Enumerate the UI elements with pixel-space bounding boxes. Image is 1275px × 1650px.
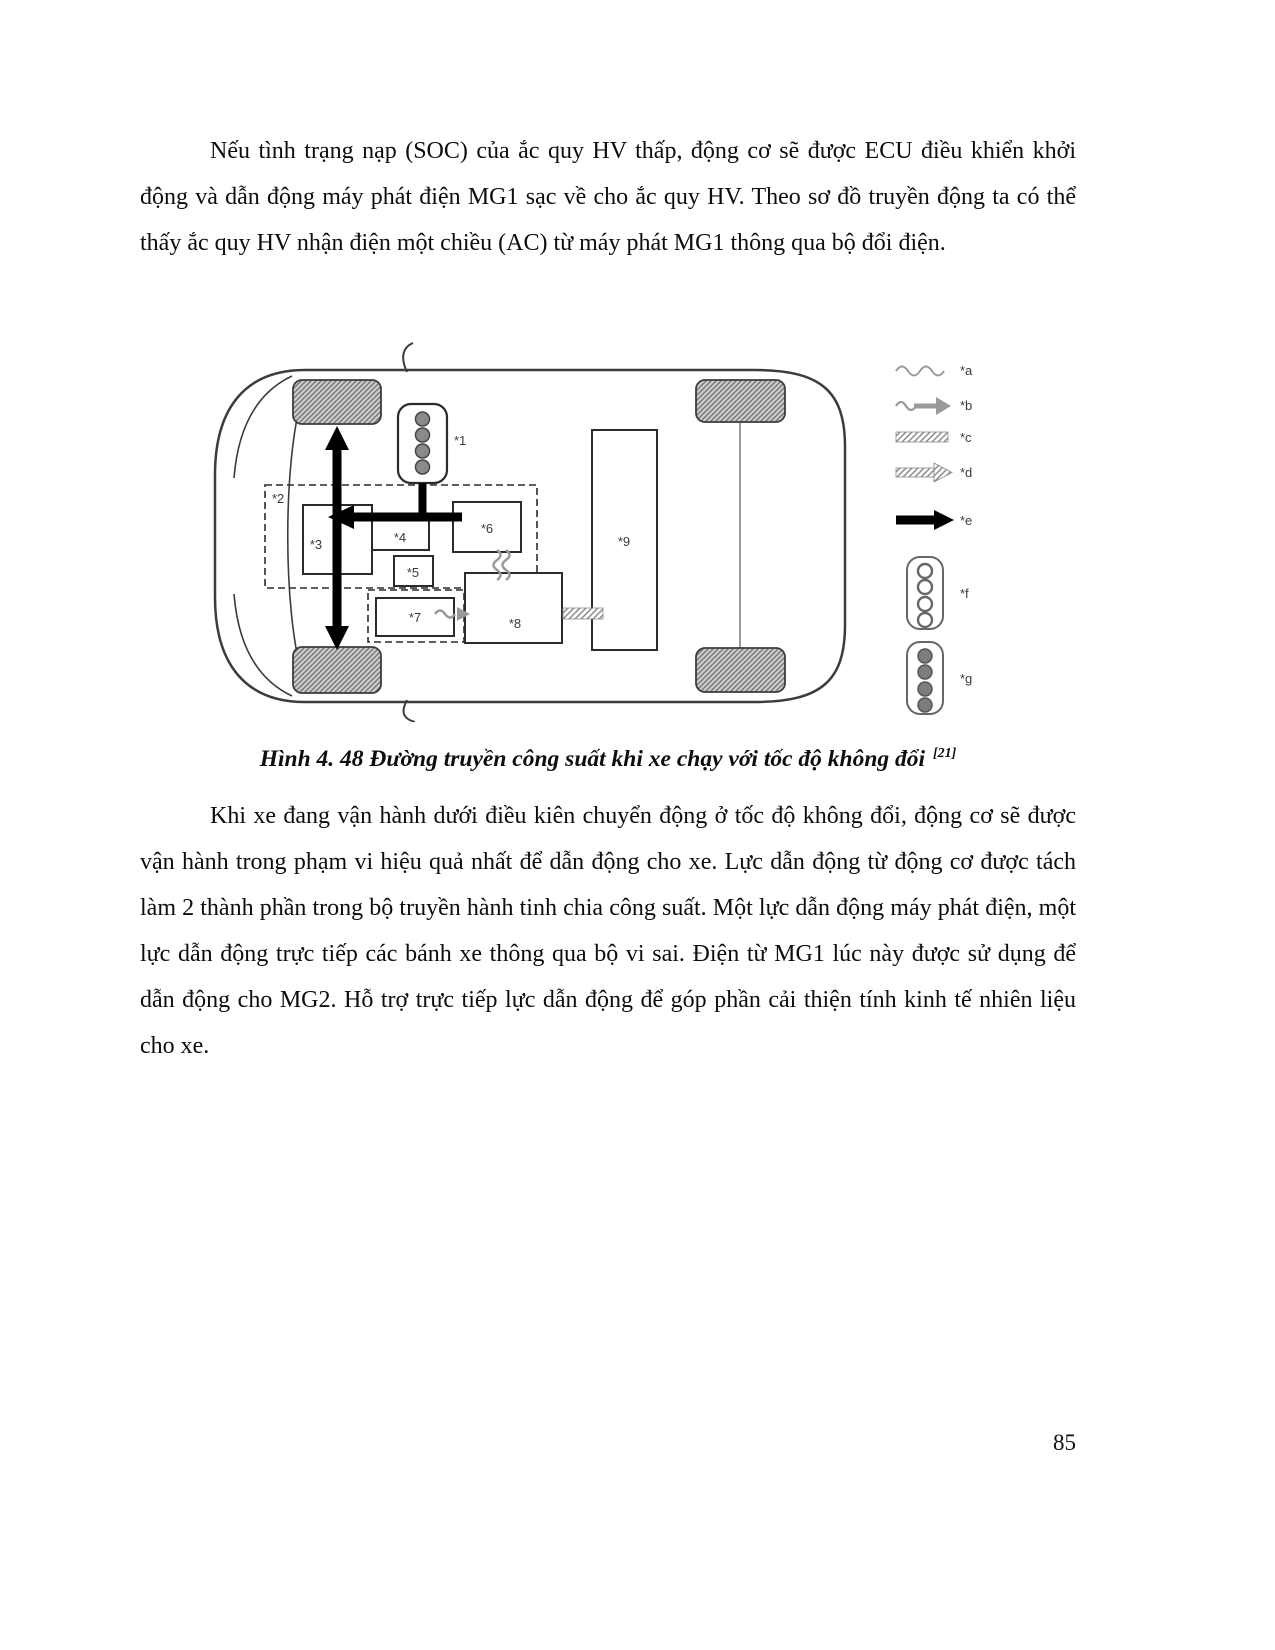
label-7: *7: [409, 610, 421, 625]
label-5: *5: [407, 565, 419, 580]
label-9: *9: [618, 534, 630, 549]
label-6: *6: [481, 521, 493, 536]
label-1: *1: [454, 433, 466, 448]
wheel-front-top: [292, 379, 382, 425]
dashed-box-component-2: [264, 484, 538, 589]
powertrain-diagram: *1 *2 *3 *4 *5 *6 *7 *8 *9: [213, 342, 973, 723]
powertrain-figure: *1 *2 *3 *4 *5 *6 *7 *8 *9: [210, 342, 1000, 723]
legend-filled-cells-icon: [906, 641, 944, 715]
antenna-bottom: [402, 699, 416, 723]
car-body-outline: [213, 342, 847, 723]
cable-arrowhead: [457, 607, 470, 621]
arrow-vertical-shaft: [332, 448, 342, 626]
label-4: *4: [394, 530, 406, 545]
label-g: *g: [960, 671, 972, 686]
legend-wave-arrow-icon: [895, 397, 951, 415]
cable-squiggle-vertical-1: [492, 548, 502, 582]
figure-caption: Hình 4. 48 Đường truyền công suất khi xe…: [140, 737, 1076, 776]
legend-open-cells-icon: [906, 556, 944, 630]
component-5-box: [393, 555, 434, 587]
cable-connectors: [433, 548, 511, 619]
arrow-down-head: [325, 626, 349, 650]
paragraph-constant-speed: Khi xe đang vận hành dưới điều kiên chuy…: [140, 803, 1076, 1059]
legend-labels: *a *b *c *d *e *f *g: [960, 363, 973, 686]
legend-hatched-arrow-icon: [895, 462, 953, 483]
legend-solid-arrow-icon: [896, 510, 954, 530]
legend-hatched-bar-icon: [895, 431, 949, 443]
antenna-top: [402, 342, 414, 373]
page-number: 85: [1053, 1430, 1076, 1455]
arrow-horizontal-shaft: [350, 512, 462, 522]
wheel-rear-bottom: [695, 647, 786, 693]
label-8: *8: [509, 616, 521, 631]
legend: *a *b *c *d *e *f *g: [895, 363, 973, 715]
wheels: [292, 379, 786, 694]
label-a: *a: [960, 363, 973, 378]
label-b: *b: [960, 398, 972, 413]
label-f: *f: [960, 586, 969, 601]
label-c: *c: [960, 430, 972, 445]
arrow-left-head: [328, 505, 354, 529]
cable-squiggle-horizontal: [433, 609, 457, 619]
component-7-group: [367, 589, 465, 643]
power-flow-arrows: [325, 426, 462, 650]
paragraph-soc-charging: Nếu tình trạng nạp (SOC) của ắc quy HV t…: [140, 138, 1076, 256]
component-6-box: [452, 501, 522, 553]
legend-wave-icon: [895, 365, 945, 377]
figure-caption-text: Hình 4. 48 Đường truyền công suất khi xe…: [259, 745, 931, 772]
component-8-box: [464, 572, 563, 644]
component-4-box: [371, 519, 430, 551]
label-e: *e: [960, 513, 972, 528]
wheel-front-bottom: [292, 646, 382, 694]
label-2: *2: [272, 491, 284, 506]
wheel-rear-top: [695, 379, 786, 423]
hatched-shaft: [562, 607, 604, 620]
label-3: *3: [310, 537, 322, 552]
component-1-battery: [396, 402, 449, 485]
arrow-up-head: [325, 426, 349, 450]
label-d: *d: [960, 465, 972, 480]
component-labels: *1 *2 *3 *4 *5 *6 *7 *8 *9: [272, 433, 630, 631]
cable-squiggle-vertical-2: [501, 548, 511, 582]
figure-caption-reference: [21]: [932, 746, 957, 761]
battery-connector-line: [418, 483, 427, 514]
